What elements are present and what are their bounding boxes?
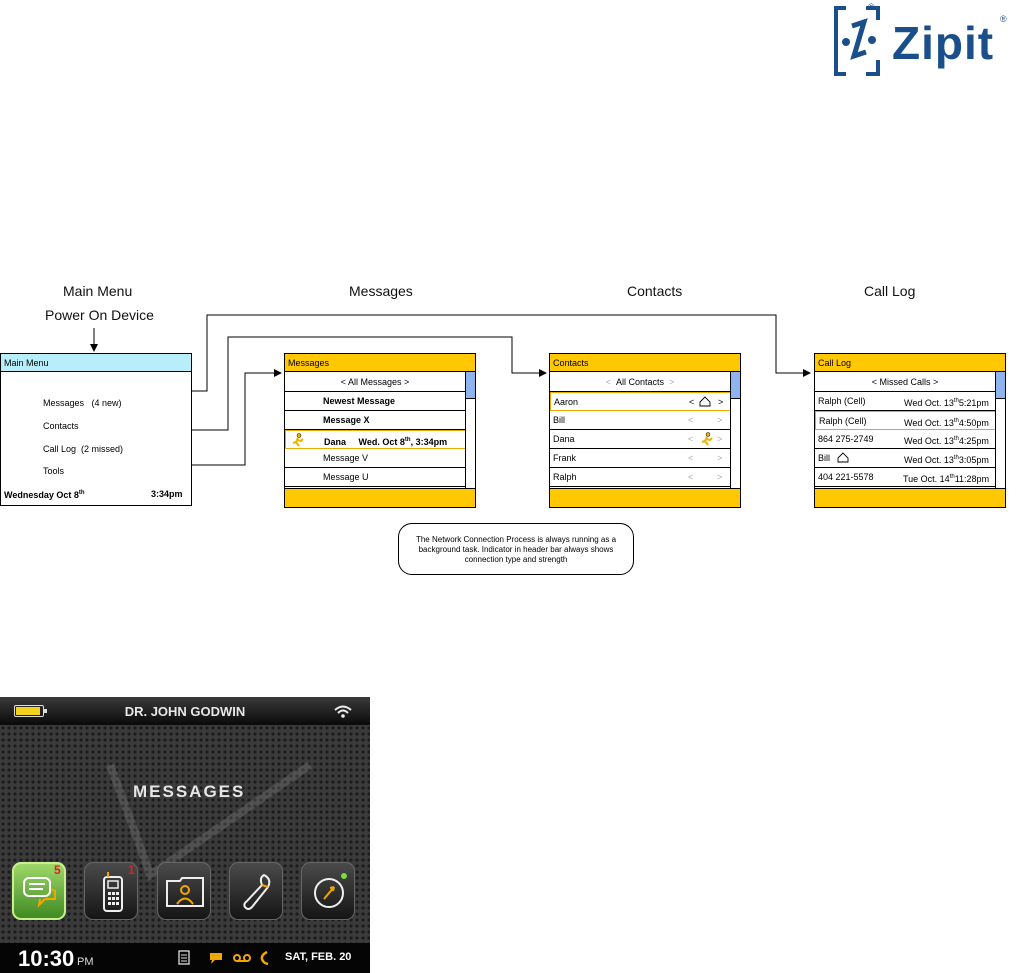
messages-filter[interactable]: < All Messages > — [285, 373, 465, 392]
contacts-icon — [166, 877, 204, 907]
next-arrow[interactable]: > — [717, 434, 723, 444]
menu-item-call-log[interactable]: Call Log (2 missed) — [43, 444, 124, 454]
contacts-screen: Contacts < All Contacts > Aaron < > Bill… — [549, 353, 741, 508]
call-log-filter[interactable]: < Missed Calls > — [815, 373, 995, 392]
heading-call-log: Call Log — [864, 283, 916, 299]
compass-icon — [314, 873, 347, 908]
network-app-tile[interactable] — [301, 862, 355, 920]
heading-contacts: Contacts — [627, 283, 683, 299]
contacts-scrollbar[interactable] — [730, 372, 740, 489]
contact-row[interactable]: Dana < > — [550, 430, 730, 449]
next-arrow[interactable]: > — [717, 472, 723, 482]
messages-badge: 5 — [54, 863, 61, 877]
call-row[interactable]: 864 275-2749 Wed Oct. 13th4:25pm — [815, 430, 995, 449]
battery-icon — [14, 705, 47, 717]
voicemail-icon — [233, 954, 251, 962]
call-log-scrollbar[interactable] — [995, 372, 1005, 489]
device-screen: DR. JOHN GODWIN MESSAGES 5 1 — [0, 697, 370, 973]
main-menu-time: 3:34pm — [151, 489, 183, 499]
device-owner-name: DR. JOHN GODWIN — [124, 704, 246, 719]
menu-item-messages[interactable]: Messages (4 new) — [43, 398, 122, 408]
message-row-selected[interactable]: Dana Wed. Oct 8th, 3:34pm — [285, 430, 466, 449]
device-date: SAT, FEB. 20 — [285, 951, 352, 963]
contacts-app-tile[interactable] — [157, 862, 211, 920]
contact-row[interactable]: Bill < > — [550, 411, 730, 430]
contact-row[interactable]: Frank < > — [550, 449, 730, 468]
aim-running-man-icon — [292, 433, 304, 447]
background-swoosh — [106, 761, 313, 882]
message-row[interactable]: Message V — [285, 449, 465, 468]
chat-bubbles-icon — [23, 877, 56, 907]
device-status-bar: DR. JOHN GODWIN — [0, 697, 370, 725]
call-log-screen: Call Log < Missed Calls > Ralph (Cell) W… — [814, 353, 1006, 508]
flow-connectors — [90, 314, 811, 466]
next-arrow[interactable]: > — [718, 397, 724, 407]
messages-screen: Messages < All Messages > Newest Message… — [284, 353, 476, 508]
connector-to-call-log — [190, 314, 811, 392]
contacts-scroll-thumb[interactable] — [731, 372, 740, 399]
phone-badge: 1 — [128, 863, 135, 877]
call-row[interactable]: Ralph (Cell) Wed Oct. 13th5:21pm — [815, 392, 995, 411]
prev-arrow[interactable]: < — [688, 434, 694, 444]
message-row[interactable]: Message X — [285, 411, 465, 430]
home-icon — [699, 396, 711, 407]
call-row[interactable]: 404 221-5578 Tue Oct. 14th11:28pm — [815, 468, 995, 487]
device-bottom-bar: 10:30 PM SAT, FEB. 20 — [0, 943, 370, 973]
wrench-icon — [243, 873, 271, 910]
contacts-header: Contacts — [550, 354, 740, 372]
network-note: The Network Connection Process is always… — [398, 523, 634, 575]
registered-mark: ® — [868, 2, 875, 12]
registered-mark-wordmark: ® — [1000, 14, 1007, 24]
tools-app-tile[interactable] — [229, 862, 283, 920]
home-icon — [837, 452, 849, 463]
messages-scrollbar[interactable] — [465, 372, 475, 489]
connector-to-contacts — [190, 336, 547, 431]
menu-item-contacts[interactable]: Contacts — [43, 421, 79, 431]
notes-icon — [178, 950, 190, 965]
phone-app-tile[interactable]: 1 — [84, 862, 138, 920]
message-notification-icon — [210, 953, 222, 964]
prev-arrow[interactable]: < — [689, 397, 695, 407]
contacts-filter[interactable]: < All Contacts > — [550, 373, 730, 392]
next-arrow[interactable]: > — [717, 453, 723, 463]
call-log-scroll-thumb[interactable] — [996, 372, 1005, 399]
call-row[interactable]: Bill Wed Oct. 13th3:05pm — [815, 449, 995, 468]
main-menu-date: Wednesday Oct 8th — [4, 490, 85, 500]
device-screen-title: MESSAGES — [133, 782, 246, 801]
call-log-header: Call Log — [815, 354, 1005, 372]
messages-scroll-thumb[interactable] — [466, 372, 475, 399]
device-time: 10:30 — [18, 946, 75, 971]
messages-app-tile[interactable]: 5 — [12, 862, 66, 920]
contact-row-selected[interactable]: Aaron < > — [550, 392, 731, 411]
call-log-footer — [815, 488, 1005, 507]
contacts-footer — [550, 488, 740, 507]
messages-footer — [285, 488, 475, 507]
heading-main-menu: Main Menu — [63, 283, 133, 299]
menu-item-tools[interactable]: Tools — [43, 466, 65, 476]
main-menu-header: Main Menu — [1, 354, 191, 372]
next-arrow[interactable]: > — [717, 415, 723, 425]
connector-to-messages — [190, 369, 282, 466]
zipit-logo-wordmark: Zipit — [892, 17, 995, 69]
phone-icon — [103, 872, 123, 912]
call-row-selected[interactable]: Ralph (Cell) Wed Oct. 13th4:50pm — [815, 411, 996, 430]
prev-arrow[interactable]: < — [688, 472, 694, 482]
zipit-logo: Zipit ® ® — [832, 0, 1012, 80]
contact-row[interactable]: Ralph < > — [550, 468, 730, 487]
prev-arrow[interactable]: < — [688, 453, 694, 463]
device-ampm: PM — [77, 956, 94, 968]
aim-running-man-icon — [701, 432, 713, 446]
zipit-logo-mark-icon — [834, 6, 880, 76]
main-menu-screen: Main Menu Messages (4 new) Contacts Call… — [0, 353, 192, 506]
message-row[interactable]: Newest Message — [285, 392, 465, 411]
heading-power-on: Power On Device — [45, 307, 154, 323]
prev-arrow[interactable]: < — [688, 415, 694, 425]
messages-header: Messages — [285, 354, 475, 372]
message-row[interactable]: Message U — [285, 468, 465, 487]
wifi-icon — [334, 705, 352, 718]
phone-call-icon — [260, 951, 269, 965]
heading-messages: Messages — [349, 283, 413, 299]
